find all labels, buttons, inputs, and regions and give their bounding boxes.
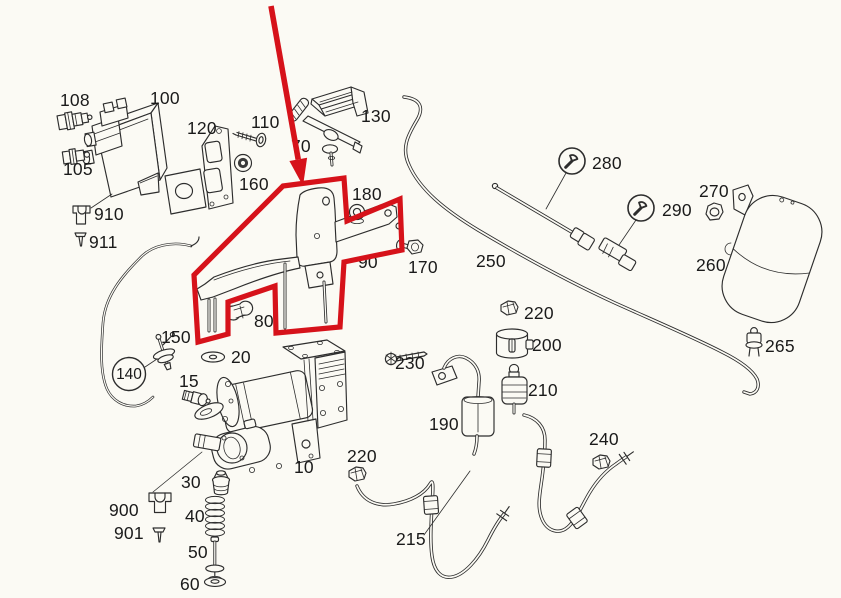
wrench-icon [626,193,656,223]
part-30-bushing [211,470,231,496]
part-160-grommet [233,153,253,173]
part-100-control-unit [81,97,168,209]
wrench-icon [557,146,587,176]
label-210: 210 [528,380,558,400]
label-100: 100 [150,88,180,108]
label-290: 290 [662,200,692,220]
label-10: 10 [294,457,314,477]
part-911-pin [74,232,87,247]
part-270-nut [705,202,724,221]
part-labels: 108 100 120 110 105 160 910 911 130 70 1… [60,88,795,594]
highlight-arrow-shaft [268,5,301,160]
leader-215 [423,470,471,536]
part-220-clip-upper [500,300,519,316]
callout-140 [111,356,158,392]
label-110: 110 [251,112,280,132]
part-215-hoses [348,413,638,579]
part-105-sensor [61,148,91,165]
label-260: 260 [696,255,726,275]
part-210-filter [501,363,528,415]
label-200: 200 [532,335,562,355]
label-270: 270 [699,181,729,201]
label-901: 901 [114,523,144,543]
part-901-pin [152,527,166,543]
label-180: 180 [352,184,382,204]
label-240: 240 [589,429,619,449]
label-108: 108 [60,90,90,110]
part-190-valve-unit [431,354,495,456]
label-280: 280 [592,153,622,173]
highlight-arrow-head [289,157,308,186]
part-120-bracket [164,125,234,215]
label-40: 40 [185,506,205,526]
wrench-callout-280 [545,146,587,210]
part-15-fitting [181,389,211,407]
label-50: 50 [188,542,208,562]
highlight-overlay [191,5,405,346]
part-280-tube [491,182,595,251]
label-250: 250 [476,251,506,271]
label-190: 190 [429,414,459,434]
part-910-clip [72,205,91,225]
part-108-sensor [56,111,93,131]
highlight-outline-part-90 [191,175,405,346]
label-160: 160 [239,174,269,194]
part-250-hose [402,95,760,396]
part-110-screw [232,131,267,148]
label-900: 900 [109,500,139,520]
part-220-clip-lower [348,466,367,482]
label-220-lower: 220 [347,446,377,466]
label-150: 150 [161,327,191,347]
label-910: 910 [94,204,124,224]
wrench-callout-290 [618,193,656,246]
label-170: 170 [408,257,438,277]
leader-910 [90,193,113,209]
leader-900 [152,451,203,493]
part-290-fitting [598,237,637,272]
part-60-washer [203,576,227,587]
part-40-spring [205,495,225,537]
part-20-washer [200,351,226,363]
part-260-tank [721,184,823,324]
label-140: 140 [116,366,142,383]
label-230: 230 [395,353,425,373]
label-120: 120 [187,118,217,138]
part-10-compressor [152,339,348,493]
part-230-bolt [384,351,428,366]
part-265-valve [745,327,763,357]
part-200-canister [495,328,534,359]
label-220-upper: 220 [524,303,554,323]
label-15: 15 [179,371,199,391]
part-900-clip [148,492,172,514]
label-911: 911 [89,232,118,252]
part-pipe-left [100,236,200,408]
label-215: 215 [396,529,426,549]
part-130-bracket [310,86,369,117]
part-150-valve [152,331,176,371]
part-50-bolt [205,536,225,577]
label-265: 265 [765,336,795,356]
part-240-clip [592,454,611,470]
label-80: 80 [254,311,274,331]
label-105: 105 [63,159,93,179]
label-20: 20 [231,347,251,367]
label-60: 60 [180,574,200,594]
label-30: 30 [181,472,201,492]
label-130: 130 [361,106,391,126]
part-90-bracket [196,187,403,333]
